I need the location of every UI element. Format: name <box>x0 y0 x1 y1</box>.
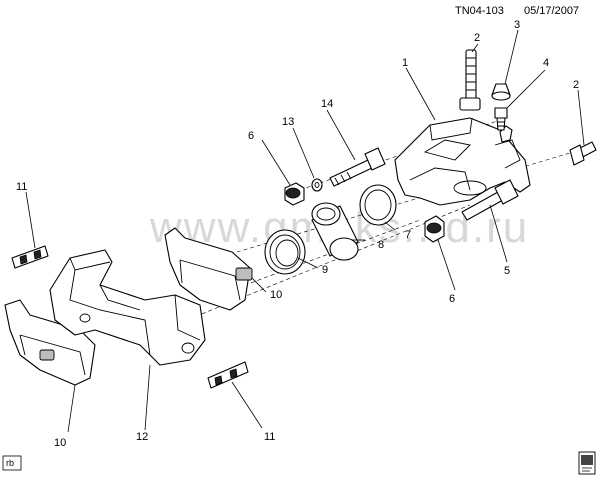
piston-boot <box>264 229 306 275</box>
callout-10b: 10 <box>54 437 66 449</box>
bleeder-cap <box>491 83 511 101</box>
callout-11b: 11 <box>264 431 275 443</box>
callout-10a: 10 <box>270 289 282 301</box>
callout-4: 4 <box>543 57 549 69</box>
caliper-bolt-right <box>569 141 597 166</box>
callout-12: 12 <box>136 431 148 443</box>
bushing-lower <box>424 215 445 243</box>
caliper-bolt-upper <box>459 49 481 111</box>
guide-pin-bolt <box>461 179 519 221</box>
callout-14: 14 <box>321 98 333 110</box>
bushing-upper <box>284 182 305 206</box>
bleeder-valve <box>494 107 508 131</box>
diagram-date: 05/17/2007 <box>524 5 579 17</box>
callout-13: 13 <box>282 116 294 128</box>
guide-pin-bolt-upper <box>329 147 386 187</box>
caliper-bracket <box>49 249 206 366</box>
callout-11a: 11 <box>16 181 27 193</box>
caliper-piston <box>311 202 359 261</box>
callout-7: 7 <box>405 229 411 241</box>
callout-6b: 6 <box>449 293 455 305</box>
callout-labels: 1 2 3 4 2 5 6 6 7 8 9 10 10 11 11 12 13 … <box>16 19 579 449</box>
manual-book-icon <box>578 451 596 475</box>
diagram-id: TN04-103 <box>455 5 504 17</box>
corner-tag: rb <box>2 455 22 471</box>
callout-2a: 2 <box>474 32 480 44</box>
corner-tag-text: rb <box>6 458 14 468</box>
leader-lines <box>25 29 585 433</box>
pad-clip-lower <box>207 361 249 389</box>
caliper-housing <box>394 117 531 206</box>
callout-1: 1 <box>402 57 408 69</box>
washer <box>311 178 323 192</box>
callout-8: 8 <box>378 239 384 251</box>
piston-seal <box>359 184 397 226</box>
callout-6a: 6 <box>248 130 254 142</box>
callout-5: 5 <box>504 265 510 277</box>
callout-2b: 2 <box>573 79 579 91</box>
brake-pad-outer <box>4 299 96 386</box>
pad-clip-upper <box>11 245 49 269</box>
brake-pad-inner <box>164 227 253 311</box>
callout-9: 9 <box>322 264 328 276</box>
callout-3: 3 <box>514 19 520 31</box>
